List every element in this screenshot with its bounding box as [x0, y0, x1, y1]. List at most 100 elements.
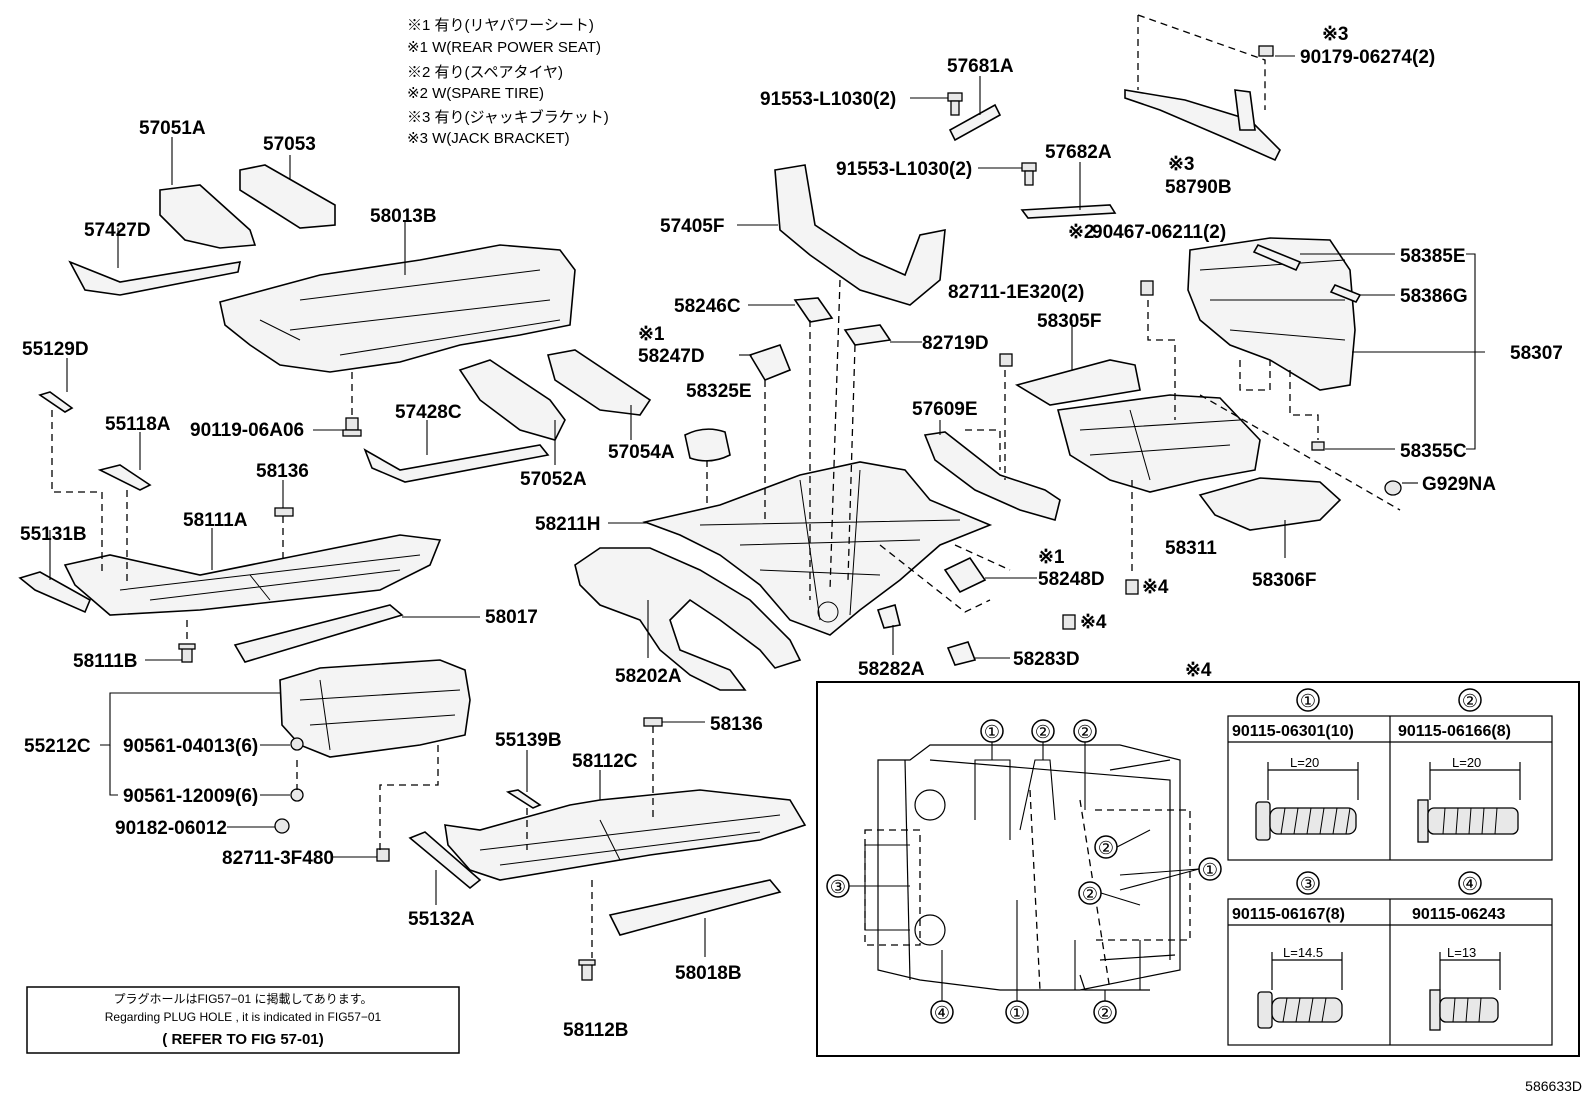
- bolt-code-1: 90115-06301(10): [1232, 723, 1354, 740]
- reference-box: プラグホールはFIG57−01 に掲載してあります。 Regarding PLU…: [26, 986, 460, 1054]
- label-55139B: 55139B: [495, 730, 562, 751]
- clip-82711b-icon: [376, 848, 390, 862]
- bolt-91553b-icon: [1021, 162, 1037, 186]
- part-58385E-shape: [1252, 243, 1302, 272]
- label-58111B: 58111B: [73, 651, 137, 672]
- label-58325E: 58325E: [686, 381, 752, 402]
- bolt-code-4: 90115-06243: [1412, 906, 1506, 923]
- bolt-4a-icon: [1125, 579, 1139, 595]
- label-57427D: 57427D: [84, 220, 151, 241]
- label-57428C: 57428C: [395, 402, 462, 423]
- label-58112B: 58112B: [563, 1020, 629, 1041]
- part-58306F-shape: [1198, 477, 1342, 531]
- label-57405F: 57405F: [660, 216, 724, 237]
- label-58111A: 58111A: [183, 510, 248, 531]
- part-55131B-shape: [18, 571, 92, 614]
- nut-90561b-icon: [290, 788, 304, 802]
- part-58202A-shape: [574, 547, 802, 691]
- label-90467: 90467-06211(2): [1092, 222, 1226, 243]
- part-58112C-shape: [444, 789, 807, 881]
- label-90182: 90182-06012: [115, 818, 227, 839]
- part-58248D-shape: [943, 556, 987, 594]
- length-4: L=13: [1447, 945, 1476, 960]
- part-57051A-shape: [159, 184, 257, 249]
- clip-58355C-icon: [1311, 441, 1325, 451]
- part-57405F-shape: [774, 164, 946, 306]
- label-90561-04013: 90561-04013(6): [123, 736, 258, 757]
- label-58112C: 58112C: [572, 751, 638, 772]
- bolt-spec-table: ① ② 90115-06301(10) 90115-06166(8) ③ ④ 9…: [1227, 688, 1553, 1046]
- part-58246C-shape: [793, 297, 834, 323]
- label-55131B: 55131B: [20, 524, 87, 545]
- part-82719D-shape: [843, 324, 892, 346]
- bolt-code-2: 90115-06166(8): [1398, 723, 1511, 740]
- clip-82711a-icon: [999, 353, 1013, 367]
- bolt-code-3: 90115-06167(8): [1232, 906, 1345, 923]
- mark-3-b: ※3: [1168, 154, 1195, 175]
- callout-3-left: ③: [830, 877, 846, 897]
- clip-58136a-icon: [274, 507, 294, 517]
- label-91553-a: 91553-L1030(2): [760, 89, 896, 110]
- length-1: L=20: [1290, 755, 1319, 770]
- label-57051A: 57051A: [139, 118, 206, 139]
- bolt-3-drawing: L=14.5: [1257, 945, 1343, 1029]
- table-head-4: ④: [1462, 874, 1478, 894]
- part-57427D-shape: [68, 260, 242, 296]
- figure-id: 586633D: [1525, 1078, 1582, 1094]
- part-55132A-shape: [408, 831, 482, 890]
- part-labels: 57051A 57053 57427D 58013B 55129D 55118A…: [20, 24, 1563, 1041]
- part-58307-shape: [1187, 237, 1356, 391]
- part-55139B-shape: [505, 789, 542, 809]
- label-58283D: 58283D: [1013, 649, 1080, 670]
- label-58136-b: 58136: [710, 714, 763, 735]
- detail-floor-sketch: [864, 744, 1191, 991]
- label-57053: 57053: [263, 134, 316, 155]
- part-55212C-shape: [279, 659, 471, 758]
- nut-90561a-icon: [290, 737, 304, 751]
- mark-1-b: ※1: [1038, 547, 1065, 568]
- label-57682A: 57682A: [1045, 142, 1112, 163]
- part-58013B-shape: [219, 244, 576, 373]
- mark-1-a: ※1: [638, 324, 665, 345]
- bolt-2-drawing: L=20: [1417, 755, 1521, 843]
- label-55118A: 55118A: [105, 414, 171, 435]
- label-58385E: 58385E: [1400, 246, 1466, 267]
- label-82711-1E320: 82711-1E320(2): [948, 282, 1084, 303]
- label-58202A: 58202A: [615, 666, 682, 687]
- part-58017-shape: [233, 604, 404, 663]
- mark-4-b: ※4: [1080, 612, 1107, 633]
- bolt-90467-icon: [1140, 280, 1154, 296]
- label-58306F: 58306F: [1252, 570, 1316, 591]
- bolt-58112B-icon: [578, 959, 596, 981]
- bolt-58111B-icon: [178, 643, 196, 663]
- length-3: L=14.5: [1283, 945, 1323, 960]
- part-58283D-shape: [946, 641, 977, 666]
- mark-3-a: ※3: [1322, 24, 1349, 45]
- plug-G929NA-icon: [1384, 480, 1402, 496]
- label-58386G: 58386G: [1400, 286, 1468, 307]
- length-2: L=20: [1452, 755, 1481, 770]
- callout-1-top: ①: [984, 722, 1000, 742]
- label-58248D: 58248D: [1038, 569, 1105, 590]
- assembly-lines: [51, 14, 1401, 958]
- part-58386G-shape: [1329, 283, 1362, 304]
- part-drawings: [18, 89, 1362, 936]
- part-58211H-shape: [642, 461, 993, 636]
- label-57054A: 57054A: [608, 442, 675, 463]
- label-55132A: 55132A: [408, 909, 475, 930]
- part-57682A-shape: [1020, 204, 1117, 219]
- note-2-jp: ※2 有り(スペアタイヤ): [407, 64, 563, 81]
- part-58247D-shape: [748, 344, 792, 381]
- label-57052A: 57052A: [520, 469, 587, 490]
- bolt-4-drawing: L=13: [1429, 945, 1501, 1031]
- label-82719D: 82719D: [922, 333, 989, 354]
- part-58305F-shape: [1014, 359, 1141, 406]
- table-head-3: ③: [1300, 874, 1316, 894]
- callout-2-low: ②: [1082, 884, 1098, 904]
- part-57054A-shape: [546, 349, 652, 416]
- nut-90182-icon: [274, 818, 290, 834]
- part-58790B-shape: [1124, 89, 1281, 162]
- ref-line-en: Regarding PLUG HOLE , it is indicated in…: [105, 1010, 382, 1024]
- label-90119: 90119-06A06: [190, 420, 304, 441]
